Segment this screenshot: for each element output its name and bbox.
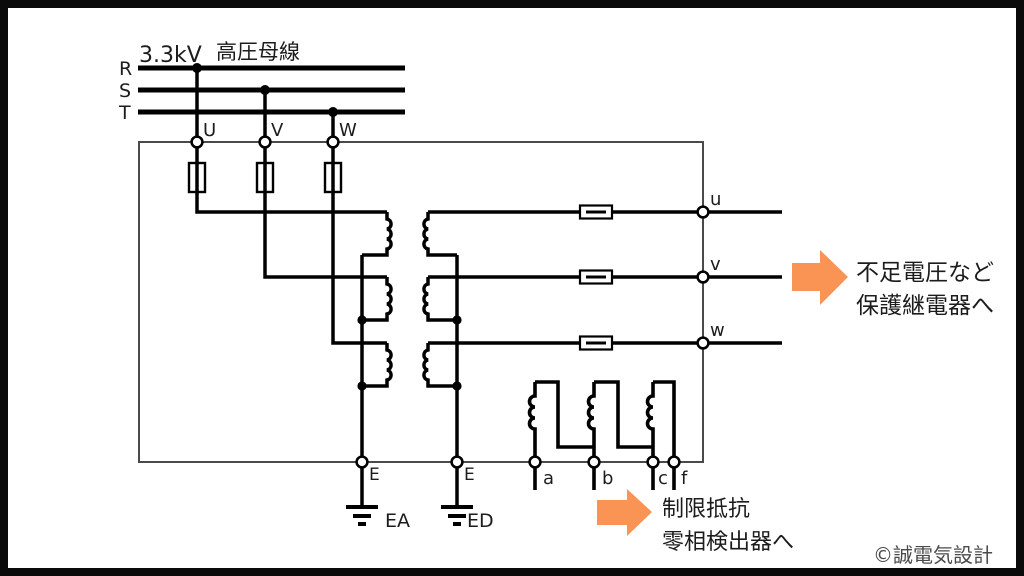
tertiary-link-b-c bbox=[594, 380, 653, 449]
terminal-w bbox=[696, 336, 710, 350]
tertiary-winding-b bbox=[586, 382, 596, 490]
phase-label-s: S bbox=[119, 80, 131, 102]
phase-label-t: T bbox=[118, 102, 131, 124]
earth-terminal-label-primary: E bbox=[369, 465, 380, 485]
primary-winding-u bbox=[362, 212, 393, 257]
terminal-E-primary bbox=[355, 455, 369, 469]
terminal-b bbox=[587, 455, 601, 469]
secondary-winding-u bbox=[422, 212, 457, 257]
terminal-circles bbox=[190, 135, 710, 469]
earth-symbol-ed bbox=[441, 505, 473, 526]
terminal-f bbox=[667, 455, 681, 469]
primary-fuse-u bbox=[187, 161, 207, 194]
earth-name-ea: EA bbox=[385, 510, 410, 532]
terminal-a bbox=[528, 455, 542, 469]
secondary-terminal-label-w: w bbox=[710, 320, 725, 341]
tertiary-winding-c bbox=[645, 382, 655, 490]
detector-arrow-icon bbox=[597, 489, 652, 536]
relay-arrow-icon bbox=[792, 250, 848, 305]
primary-winding-w bbox=[362, 343, 393, 388]
primary-feed-w bbox=[331, 112, 387, 345]
terminal-U bbox=[190, 135, 204, 149]
primary-feed-v bbox=[263, 90, 387, 279]
hv-bus-lines bbox=[138, 65, 405, 115]
primary-feed-u bbox=[195, 68, 387, 214]
tertiary-terminal-label-a: a bbox=[543, 468, 554, 489]
secondary-winding-w bbox=[422, 343, 457, 388]
terminal-E-secondary bbox=[450, 455, 464, 469]
primary-terminal-label-u: U bbox=[203, 120, 216, 141]
phase-label-r: R bbox=[119, 58, 132, 80]
earth-terminal-label-secondary: E bbox=[464, 465, 475, 485]
tertiary-terminal-label-c: c bbox=[658, 468, 668, 489]
secondary-terminal-label-v: v bbox=[710, 254, 721, 275]
secondary-winding-v bbox=[422, 277, 457, 322]
primary-fuse-w bbox=[323, 161, 343, 194]
voltage-label: 3.3kV bbox=[139, 43, 202, 68]
terminal-V bbox=[258, 135, 272, 149]
primary-terminal-label-w: W bbox=[339, 120, 357, 141]
earth-name-ed: ED bbox=[467, 510, 494, 532]
primary-terminal-label-v: V bbox=[271, 120, 284, 141]
relay-annotation-line1: 不足電圧など bbox=[856, 260, 994, 286]
detector-annotation-line1: 制限抵抗 bbox=[662, 497, 750, 522]
tertiary-winding-a bbox=[527, 382, 537, 490]
tertiary-link-a-b bbox=[535, 380, 594, 449]
tertiary-link-c-f bbox=[653, 380, 676, 490]
copyright-label: ©誠電気設計 bbox=[873, 543, 993, 567]
terminal-v bbox=[696, 270, 710, 284]
tertiary-terminal-label-b: b bbox=[602, 468, 613, 489]
earth-symbol-ea bbox=[346, 505, 378, 526]
terminal-c bbox=[646, 455, 660, 469]
secondary-terminal-label-u: u bbox=[710, 189, 721, 210]
secondary-fuse-links bbox=[586, 210, 606, 345]
relay-annotation-line2: 保護継電器へ bbox=[856, 293, 994, 319]
tertiary-terminal-label-f: f bbox=[681, 468, 688, 489]
junction-dots bbox=[192, 63, 462, 391]
primary-fuse-v bbox=[255, 161, 275, 194]
bus-title-label: 高圧母線 bbox=[216, 40, 300, 64]
vt-enclosure-box bbox=[138, 141, 704, 463]
terminal-W bbox=[326, 135, 340, 149]
terminal-u bbox=[696, 205, 710, 219]
detector-annotation-line2: 零相検出器へ bbox=[662, 530, 794, 555]
primary-winding-v bbox=[362, 277, 393, 322]
